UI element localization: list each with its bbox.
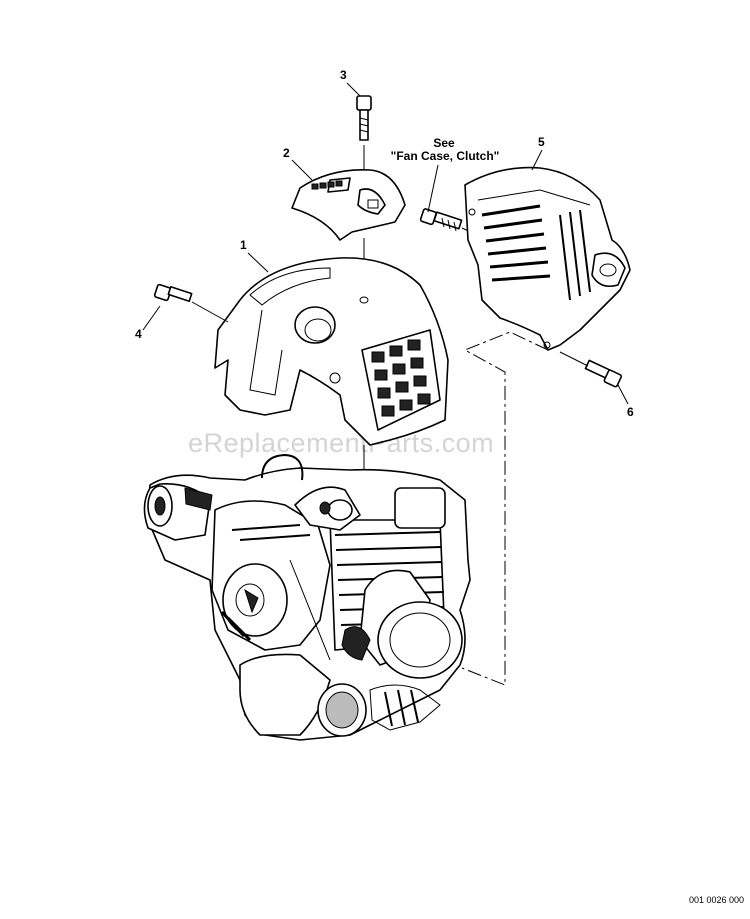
leader-line-5 (531, 149, 543, 171)
bolt-part-4-icon[interactable] (153, 283, 193, 303)
engine-cover-part-1-icon[interactable] (214, 257, 449, 446)
fan-case-clutch-bolt-icon[interactable] (419, 208, 463, 232)
callout-1: 1 (240, 238, 247, 252)
callout-6: 6 (627, 405, 634, 419)
axis-line-4 (191, 301, 229, 323)
top-cover-cap-part-2-icon[interactable] (291, 169, 406, 241)
bolt-part-6-icon[interactable] (584, 359, 623, 388)
leader-line-1 (247, 252, 269, 273)
figure-number: 001 0026 000 (689, 895, 744, 905)
see-note-line1: See (433, 136, 455, 150)
leader-line-4 (142, 305, 161, 331)
leader-line-2 (291, 159, 313, 181)
axis-line-6a (559, 351, 589, 367)
callout-3: 3 (340, 68, 347, 82)
engine-assembly-icon (143, 453, 471, 741)
cover-grille (371, 339, 431, 417)
bolt-part-3-icon[interactable] (356, 95, 372, 141)
fan-case-vents (481, 204, 591, 301)
callout-4: 4 (135, 327, 142, 341)
see-note-line2: "Fan Case, Clutch" (391, 149, 500, 163)
callout-2: 2 (283, 146, 290, 160)
watermark-text: eReplacementParts.com (188, 428, 494, 458)
callout-5: 5 (538, 135, 545, 149)
leader-line-6 (617, 384, 629, 405)
fan-case-cover-part-5-icon[interactable] (464, 166, 631, 351)
starter-grille (220, 524, 311, 642)
leader-line-see (427, 164, 439, 213)
leader-line-3 (346, 82, 361, 97)
alignment-dash-line (461, 331, 549, 686)
